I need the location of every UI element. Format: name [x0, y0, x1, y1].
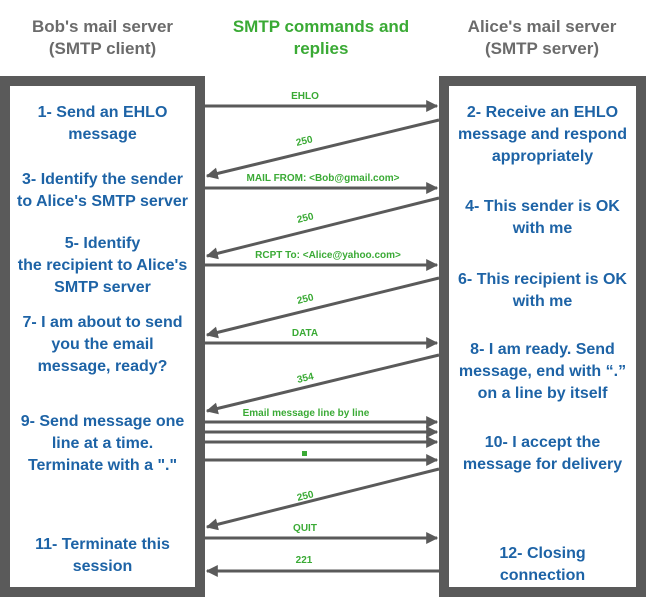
server-step-8: 8- I am ready. Send message, end with “.…	[449, 339, 636, 405]
client-step-11: 11- Terminate this session	[10, 534, 195, 578]
client-step-11-line-1: 11- Terminate this	[35, 536, 170, 553]
client-step-1: 1- Send an EHLO message	[10, 102, 195, 146]
client-step-9-line-1: 9- Send message one	[20, 413, 185, 430]
server-step-10-line-1: 10- I accept the	[484, 434, 601, 451]
server-step-12-line-1: 12- Closing	[499, 545, 586, 562]
label-message-lines: Email message line by line	[243, 408, 370, 419]
arrow-250-third	[205, 276, 440, 339]
label-rcpt-to: RCPT To: <Alice@yahoo.com>	[255, 250, 401, 261]
arrow-250-first	[205, 118, 440, 180]
client-header-line-1: Bob's mail server	[31, 17, 174, 36]
client-step-5-line-1: 5- Identify	[64, 235, 141, 252]
label-221: 221	[296, 555, 313, 566]
server-step-4-line-2: with me	[512, 220, 573, 237]
client-panel: 1- Send an EHLO message 3- Identify the …	[0, 76, 205, 597]
client-panel-body: 1- Send an EHLO message 3- Identify the …	[10, 86, 195, 587]
client-step-5-line-2: the recipient to Alice's	[17, 257, 188, 274]
server-step-10-line-2: message for delivery	[462, 456, 623, 473]
label-250-fourth: 250	[296, 489, 315, 504]
label-250-first: 250	[295, 134, 314, 149]
client-step-9: 9- Send message one line at a time. Term…	[10, 411, 195, 477]
client-step-5: 5- Identify the recipient to Alice's SMT…	[10, 233, 195, 299]
client-step-9-line-2: line at a time.	[51, 435, 154, 452]
label-data: DATA	[292, 328, 318, 339]
client-step-3-line-2: to Alice's SMTP server	[17, 193, 188, 210]
label-354: 354	[296, 371, 315, 386]
server-step-6-line-2: with me	[512, 293, 573, 310]
commands-header-line-1: SMTP commands and	[232, 17, 410, 36]
server-step-6-line-1: 6- This recipient is OK	[458, 271, 627, 288]
client-header-line-2: (SMTP client)	[48, 39, 157, 58]
client-header: Bob's mail server (SMTP client)	[10, 16, 195, 60]
client-step-7-line-2: you the email	[51, 336, 154, 353]
server-step-12: 12- Closing connection	[449, 543, 636, 587]
server-header: Alice's mail server (SMTP server)	[448, 16, 636, 60]
terminator-dot	[302, 451, 307, 456]
label-250-third: 250	[296, 292, 315, 307]
server-step-10: 10- I accept the message for delivery	[449, 432, 636, 476]
client-step-3-line-1: 3- Identify the sender	[22, 171, 183, 188]
server-step-2-line-1: 2- Receive an EHLO	[466, 104, 619, 121]
client-step-7-line-1: 7- I am about to send	[22, 314, 183, 331]
server-step-2: 2- Receive an EHLO message and respond a…	[449, 102, 636, 168]
server-step-8-line-2: message, end with “.”	[458, 363, 627, 380]
server-header-line-1: Alice's mail server	[467, 17, 617, 36]
server-panel: 2- Receive an EHLO message and respond a…	[439, 76, 646, 597]
client-step-1-line-1: 1- Send an EHLO	[37, 104, 168, 121]
server-step-8-line-3: on a line by itself	[477, 385, 608, 402]
arrow-250-second	[205, 196, 440, 260]
server-step-8-line-1: 8- I am ready. Send	[470, 341, 615, 358]
client-step-1-line-2: message	[68, 126, 137, 143]
server-step-4: 4- This sender is OK with me	[449, 196, 636, 240]
client-step-9-line-3: Terminate with a "."	[27, 457, 178, 474]
commands-header: SMTP commands and replies	[205, 16, 437, 60]
client-step-11-line-2: session	[72, 558, 133, 575]
arrow-250-fourth	[205, 467, 440, 531]
client-step-7-line-3: message, ready?	[37, 358, 168, 375]
server-header-line-2: (SMTP server)	[484, 39, 599, 58]
client-step-3: 3- Identify the sender to Alice's SMTP s…	[10, 169, 195, 213]
client-step-5-line-3: SMTP server	[54, 279, 151, 296]
arrow-354	[205, 353, 440, 415]
server-step-12-line-2: connection	[499, 567, 586, 584]
server-step-4-line-1: 4- This sender is OK	[465, 198, 620, 215]
server-panel-body: 2- Receive an EHLO message and respond a…	[449, 86, 636, 587]
server-step-2-line-3: appropriately	[491, 148, 594, 165]
label-quit: QUIT	[293, 523, 317, 534]
label-mail-from: MAIL FROM: <Bob@gmail.com>	[247, 173, 400, 184]
server-step-6: 6- This recipient is OK with me	[449, 269, 636, 313]
server-step-2-line-2: message and respond	[458, 126, 627, 143]
commands-header-line-2: replies	[293, 39, 349, 58]
label-250-second: 250	[296, 211, 315, 226]
client-step-7: 7- I am about to send you the email mess…	[10, 312, 195, 378]
label-ehlo: EHLO	[291, 91, 319, 102]
